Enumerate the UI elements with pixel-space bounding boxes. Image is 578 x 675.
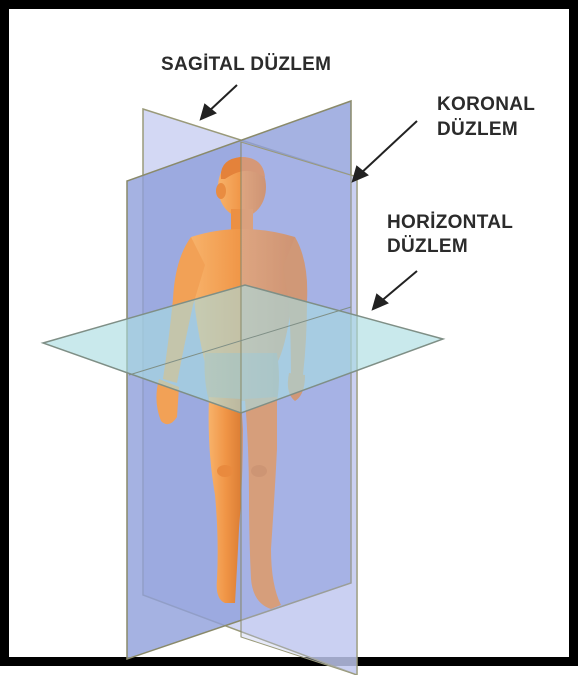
- sagittal-plane-front: [241, 142, 357, 675]
- coronal-plane-label-line1: KORONAL: [437, 93, 535, 117]
- sagittal-arrow: [201, 85, 237, 119]
- horizontal-plane-label-line1: HORİZONTAL: [387, 211, 513, 235]
- coronal-plane-label-line2: DÜZLEM: [437, 118, 518, 142]
- horizontal-arrow: [373, 271, 417, 309]
- horizontal-plane-label-line2: DÜZLEM: [387, 235, 468, 259]
- sagittal-plane-label: SAGİTAL DÜZLEM: [161, 53, 331, 77]
- coronal-arrow: [353, 121, 417, 181]
